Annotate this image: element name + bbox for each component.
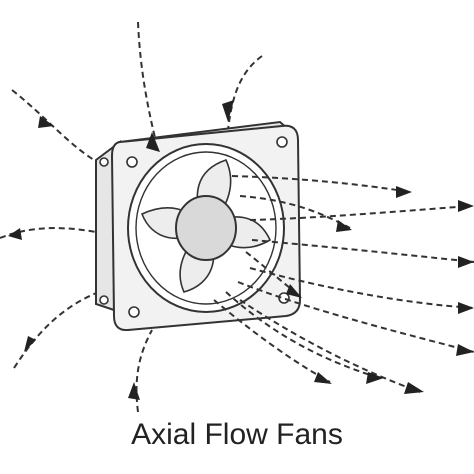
exhaust-arrow-10 (213, 299, 331, 383)
exhaust-arrow-6 (249, 267, 474, 309)
intake-arrow-bottom (135, 329, 153, 413)
fan-housing (95, 120, 302, 332)
mounting-hole (126, 156, 138, 168)
mounting-hole (99, 157, 109, 167)
mounting-hole (99, 295, 109, 305)
mounting-hole (278, 292, 290, 304)
arrow-heads (8, 100, 474, 400)
intake-arrow-upper-left (11, 89, 109, 169)
exhaust-arrow-7 (237, 281, 474, 353)
fan-hub (175, 195, 237, 261)
exhaust-arrow-8 (225, 291, 381, 379)
intake-arrow-lower-left (13, 289, 105, 369)
exhaust-arrow-3 (249, 205, 471, 221)
exhaust-arrow-1 (231, 175, 411, 193)
intake-arrow-top (137, 21, 159, 151)
exhaust-arrow-4 (251, 239, 474, 263)
exhaust-arrow-9 (239, 299, 421, 393)
mounting-hole (128, 306, 140, 318)
intake-arrow-top-right (227, 55, 263, 131)
mounting-hole (276, 136, 288, 148)
diagram-caption: Axial Flow Fans (131, 418, 343, 451)
